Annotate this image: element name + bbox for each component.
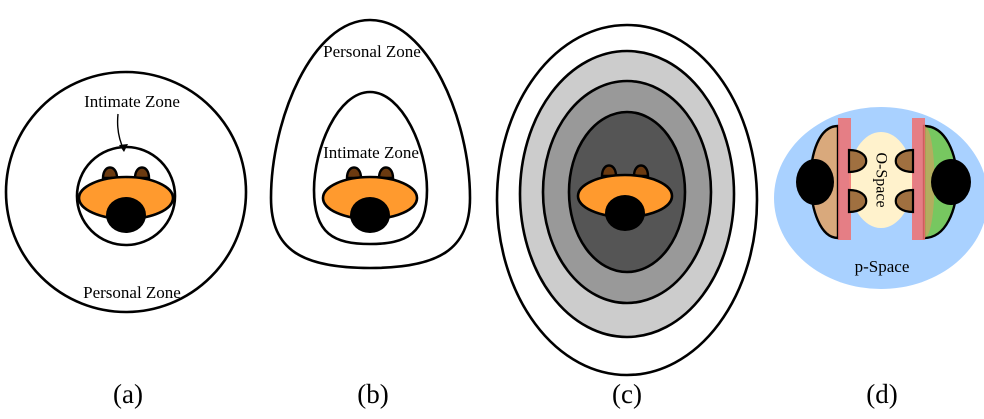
pointer-arrowhead — [119, 144, 128, 152]
personal-zone-label: Personal Zone — [83, 283, 181, 302]
panel-c: (c) — [495, 23, 759, 409]
p-space-label: p-Space — [855, 257, 910, 276]
intimate-zone-label: Intimate Zone — [84, 92, 180, 111]
panel-b: Personal Zone Intimate Zone (b) — [269, 18, 472, 409]
right-person — [894, 118, 971, 240]
panel-d-label: (d) — [866, 379, 897, 409]
left-person-head — [796, 159, 834, 205]
panel-c-label: (c) — [612, 379, 642, 409]
intimate-zone-label: Intimate Zone — [323, 143, 419, 162]
panel-b-label: (b) — [357, 379, 388, 409]
right-person-head — [931, 159, 971, 205]
o-space-label: O-Space — [872, 152, 889, 207]
left-barrier — [838, 118, 851, 240]
personal-zone-label: Personal Zone — [323, 42, 421, 61]
panel-a: Intimate Zone Personal Zone (a) — [4, 70, 248, 409]
panel-a-label: (a) — [113, 379, 143, 409]
panel-d: O-Space p-Space (d) — [774, 107, 984, 409]
left-person — [796, 118, 868, 240]
right-barrier — [912, 118, 925, 240]
